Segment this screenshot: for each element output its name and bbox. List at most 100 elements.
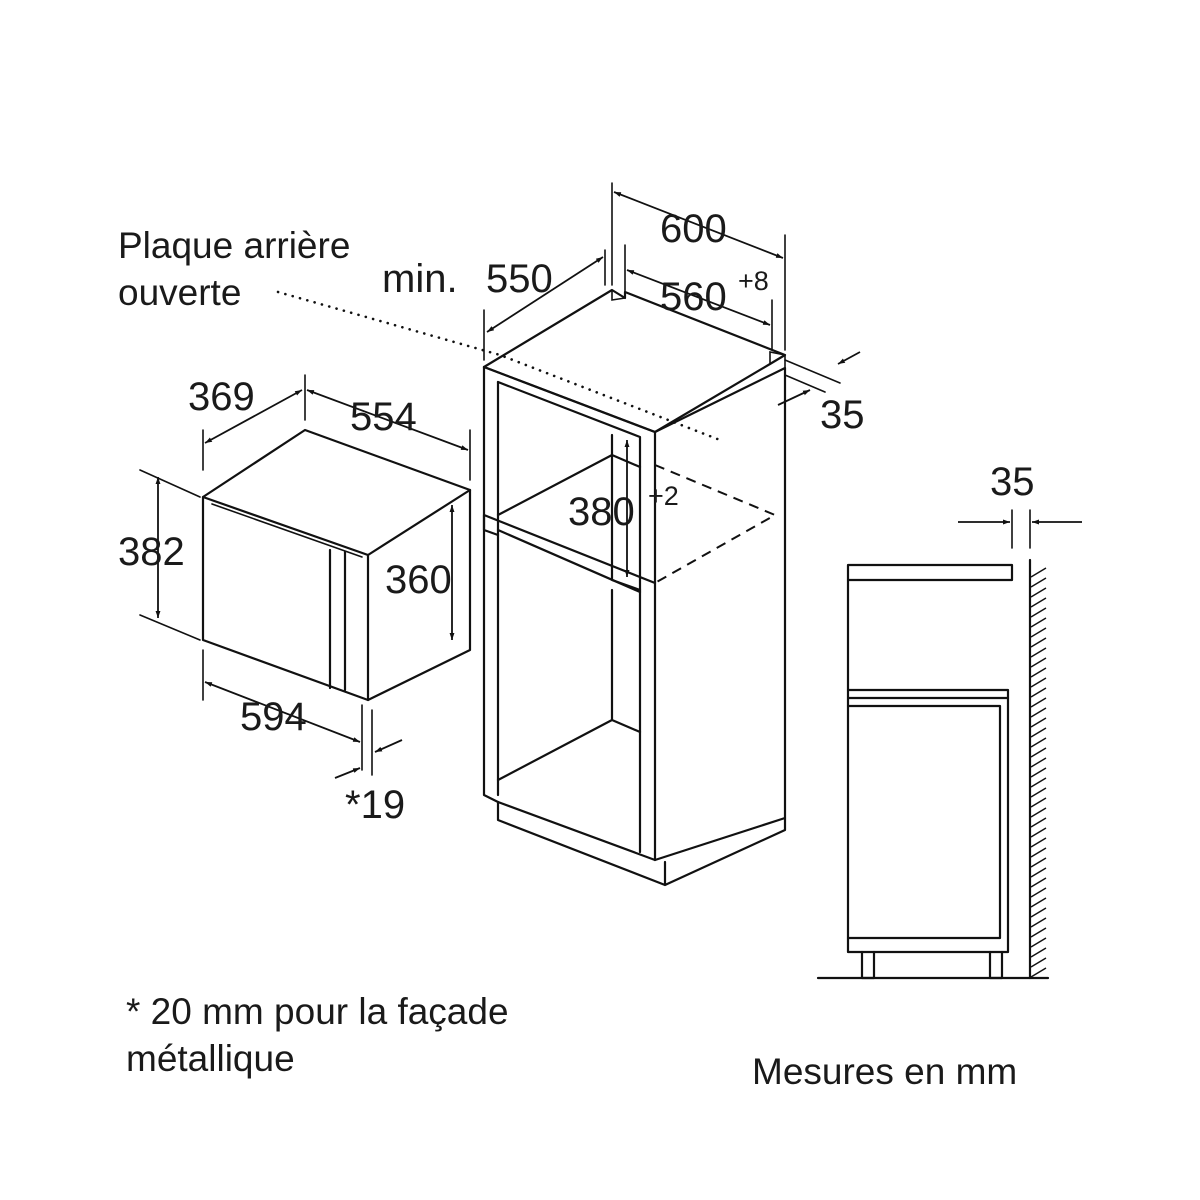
side-view-drawing xyxy=(816,509,1082,980)
dim-369-ext xyxy=(202,374,306,471)
side-top-board xyxy=(846,563,1014,582)
dim-550-ext xyxy=(483,249,606,361)
wall-hatch-line xyxy=(1030,627,1047,638)
wall-hatch-line xyxy=(1030,957,1047,968)
wall-hatch-line xyxy=(1030,807,1047,818)
dim-19-label: *19 xyxy=(345,783,405,827)
wall-hatch-line xyxy=(1030,797,1047,808)
wall-hatch-line xyxy=(1030,657,1047,668)
units-note: Mesures en mm xyxy=(752,1051,1017,1092)
cabinet-top xyxy=(482,288,787,434)
appliance-front-top-edge xyxy=(201,488,472,557)
dim-554-line xyxy=(306,389,469,451)
dim-382-ext xyxy=(139,469,201,641)
dim-369-label: 369 xyxy=(188,375,255,419)
wall-hatch-line xyxy=(1030,747,1047,758)
wall-hatch-line xyxy=(1030,637,1047,648)
wall-hatch-line xyxy=(1030,727,1047,738)
wall-hatch-line xyxy=(1030,697,1047,708)
wall-hatch-line xyxy=(1030,867,1047,878)
wall-hatch-line xyxy=(1030,597,1047,608)
side-feet xyxy=(860,950,1004,980)
side-body xyxy=(846,578,1010,954)
wall-hatch-line xyxy=(1030,717,1047,728)
dim-min-label: min. xyxy=(382,257,458,301)
lower-compartment-back xyxy=(496,588,642,782)
back-panel-label-line2: ouverte xyxy=(118,272,241,313)
dim-560-tolerance: +8 xyxy=(738,266,769,296)
dim-600-line xyxy=(613,191,784,259)
wall-hatch-line xyxy=(1030,827,1047,838)
dim-35-cabinet-arrow-a xyxy=(837,351,861,365)
dim-600-label: 600 xyxy=(660,207,727,251)
wall-hatch-line xyxy=(1030,687,1047,698)
wall-hatch-line xyxy=(1030,777,1047,788)
wall-hatch-line xyxy=(1030,577,1047,588)
dim-380-tolerance: +2 xyxy=(648,481,679,511)
wall-hatch-line xyxy=(1030,917,1047,928)
dim-550-label: 550 xyxy=(486,257,553,301)
cabinet-right-side xyxy=(653,366,787,862)
appliance-door-edge xyxy=(211,503,363,558)
niche-inner-right xyxy=(610,433,642,469)
wall-hatch-line xyxy=(1030,587,1047,598)
dim-35-side-label: 35 xyxy=(990,460,1035,504)
dim-35-cabinet-arrow-b xyxy=(777,389,811,406)
back-panel-label-line1: Plaque arrière xyxy=(118,225,350,266)
dim-554-label: 554 xyxy=(350,395,417,439)
appliance-outline xyxy=(201,428,472,702)
dim-35-cabinet-ext xyxy=(784,359,841,393)
wall-hatch-line xyxy=(1030,787,1047,798)
dim-594-ext xyxy=(202,649,373,776)
wall-hatch-line xyxy=(1030,887,1047,898)
wall-hatch-line xyxy=(1030,837,1047,848)
dim-380-label: 380 xyxy=(568,490,635,534)
wall-hatch-line xyxy=(1030,897,1047,908)
wall-hatch-line xyxy=(1030,907,1047,918)
dim-19-arrow-a xyxy=(334,767,361,779)
wall-hatch-line xyxy=(1030,567,1047,578)
appliance-drawing xyxy=(139,374,472,779)
cabinet-top-right-lip xyxy=(769,351,786,369)
wall-hatch-line xyxy=(1030,947,1047,958)
wall-hatch-line xyxy=(1030,757,1047,768)
dim-560-line xyxy=(626,269,771,326)
dim-35-cabinet-label: 35 xyxy=(820,393,865,437)
wall-hatch-line xyxy=(1030,877,1047,888)
wall-hatch-line xyxy=(1030,967,1047,978)
dim-594-label: 594 xyxy=(240,695,307,739)
dim-369-line xyxy=(204,389,303,444)
cabinet-front-edge-inner xyxy=(496,380,642,854)
dim-594-line xyxy=(204,681,361,743)
wall-hatch-line xyxy=(1030,937,1047,948)
wall-hatch-line xyxy=(1030,677,1047,688)
footnote-line2: métallique xyxy=(126,1038,295,1079)
wall-hatch-line xyxy=(1030,857,1047,868)
back-panel-leader xyxy=(276,290,722,442)
wall-hatch-line xyxy=(1030,667,1047,678)
dim-560-ext xyxy=(624,244,773,351)
wall-hatch-line xyxy=(1030,607,1047,618)
wall-hatch-line xyxy=(1030,617,1047,628)
wall-hatch-line xyxy=(1030,927,1047,938)
dim-600-ext xyxy=(611,182,786,351)
cabinet-top-inner xyxy=(611,289,626,301)
dim-382-label: 382 xyxy=(118,530,185,574)
dim-360-label: 360 xyxy=(385,558,452,602)
wall-hatch-line xyxy=(1030,707,1047,718)
wall-hatching xyxy=(1030,567,1047,978)
wall-hatch-line xyxy=(1030,767,1047,778)
cabinet-plinth xyxy=(496,800,787,887)
wall-hatch-line xyxy=(1030,737,1047,748)
side-shelf xyxy=(846,688,1010,940)
dim-19-arrow-b xyxy=(374,739,403,753)
footnote-line1: * 20 mm pour la façade xyxy=(126,991,509,1032)
cabinet-front-edge xyxy=(482,365,657,862)
dim-550-line xyxy=(486,256,604,333)
cabinet-left-edge xyxy=(482,365,500,804)
cabinet-drawing xyxy=(276,182,861,887)
dim-560-label: 560 xyxy=(660,275,727,319)
wall-hatch-line xyxy=(1030,817,1047,828)
wall-hatch-line xyxy=(1030,847,1047,858)
